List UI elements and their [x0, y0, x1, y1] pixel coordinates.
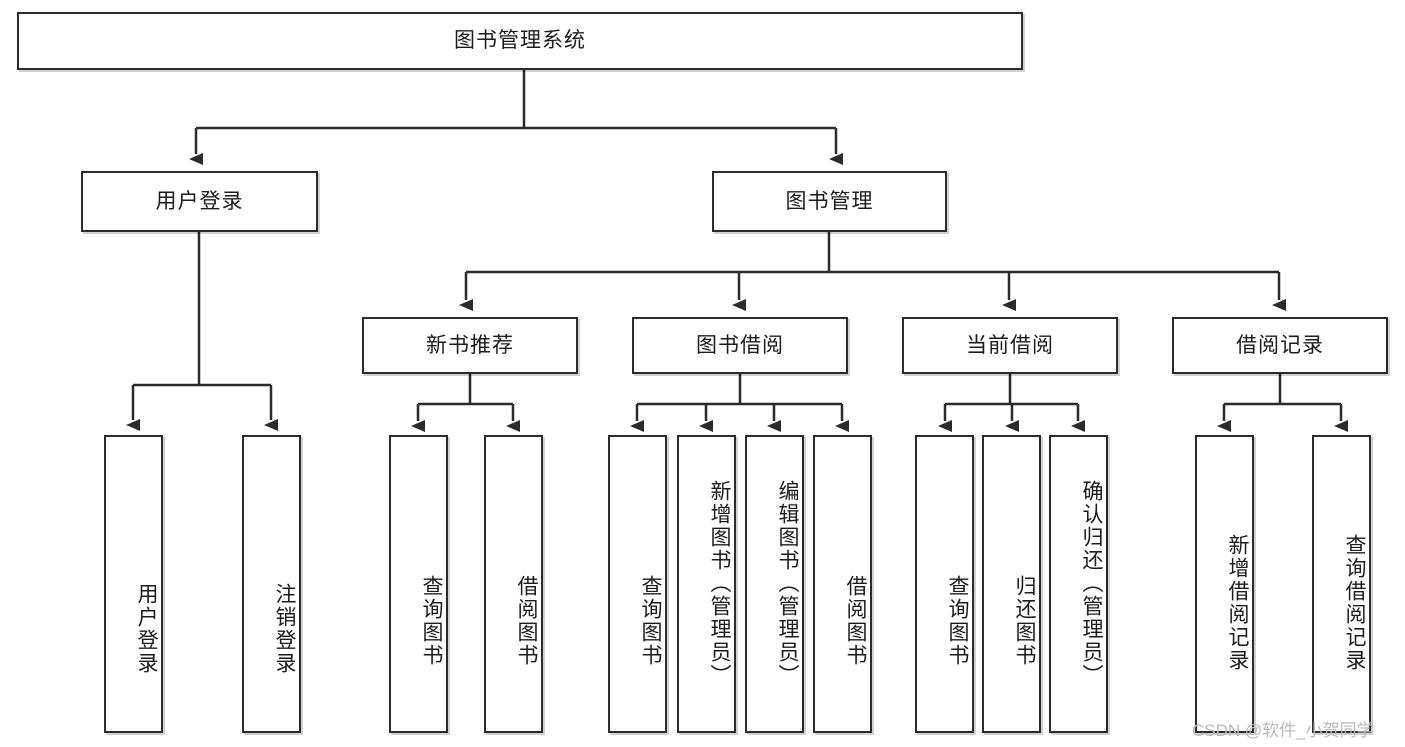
leaf-edit-book-label: 编辑图书（管理员）: [776, 479, 799, 687]
leaf-borrow-book-2[interactable]: 借阅图书: [813, 435, 872, 733]
leaf-add-book-label: 新增图书（管理员）: [708, 479, 731, 687]
leaf-user-login-label: 用户登录: [135, 583, 158, 675]
node-user-login[interactable]: 用户登录: [81, 171, 318, 232]
leaf-query-book-1[interactable]: 查询图书: [389, 435, 448, 733]
leaf-query-record[interactable]: 查询借阅记录: [1312, 435, 1371, 733]
leaf-add-record-label: 新增借阅记录: [1226, 534, 1249, 672]
node-root-label: 图书管理系统: [454, 29, 586, 53]
node-current-borrow[interactable]: 当前借阅: [902, 317, 1118, 374]
leaf-query-record-label: 查询借阅记录: [1343, 534, 1366, 672]
leaf-user-login[interactable]: 用户登录: [104, 435, 163, 733]
leaf-user-logout-label: 注销登录: [273, 583, 296, 675]
node-user-login-label: 用户登录: [155, 189, 244, 213]
leaf-borrow-book-1-label: 借阅图书: [515, 575, 538, 667]
node-book-borrow-label: 图书借阅: [696, 333, 784, 357]
node-borrow-record-label: 借阅记录: [1236, 333, 1324, 357]
node-new-book-recommend[interactable]: 新书推荐: [362, 317, 578, 374]
node-root[interactable]: 图书管理系统: [17, 12, 1023, 70]
leaf-query-book-1-label: 查询图书: [420, 575, 443, 667]
leaf-return-book-label: 归还图书: [1013, 575, 1036, 667]
leaf-query-book-2[interactable]: 查询图书: [608, 435, 667, 733]
leaf-borrow-book-1[interactable]: 借阅图书: [484, 435, 543, 733]
leaf-query-book-3[interactable]: 查询图书: [915, 435, 974, 733]
leaf-user-logout[interactable]: 注销登录: [242, 435, 301, 733]
leaf-query-book-3-label: 查询图书: [946, 575, 969, 667]
leaf-confirm-return-label: 确认归还（管理员）: [1080, 479, 1103, 687]
leaf-return-book[interactable]: 归还图书: [982, 435, 1041, 733]
node-borrow-record[interactable]: 借阅记录: [1172, 317, 1388, 374]
leaf-borrow-book-2-label: 借阅图书: [844, 575, 867, 667]
leaf-query-book-2-label: 查询图书: [639, 575, 662, 667]
leaf-add-record[interactable]: 新增借阅记录: [1195, 435, 1254, 733]
node-book-borrow[interactable]: 图书借阅: [632, 317, 848, 374]
node-current-borrow-label: 当前借阅: [966, 333, 1054, 357]
node-book-management-label: 图书管理: [785, 189, 874, 213]
node-new-book-recommend-label: 新书推荐: [426, 333, 514, 357]
leaf-edit-book[interactable]: 编辑图书（管理员）: [745, 435, 804, 733]
node-book-management[interactable]: 图书管理: [712, 171, 947, 232]
csdn-watermark: CSDN @软件_小贺同学: [1192, 721, 1374, 740]
leaf-confirm-return[interactable]: 确认归还（管理员）: [1049, 435, 1108, 733]
leaf-add-book[interactable]: 新增图书（管理员）: [677, 435, 736, 733]
